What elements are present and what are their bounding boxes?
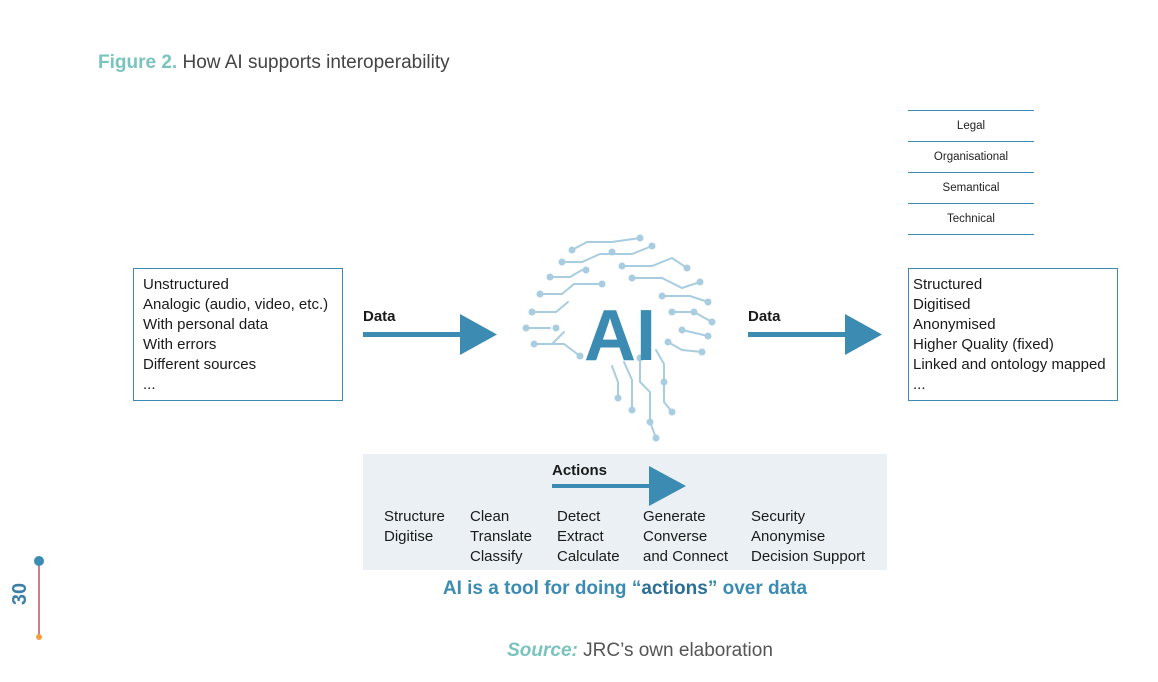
source-label: Source: bbox=[507, 640, 578, 661]
tagline-close-quote: ” bbox=[707, 578, 718, 599]
action-item: Structure bbox=[384, 508, 445, 525]
left-data-arrow bbox=[363, 314, 497, 355]
right-data-arrow bbox=[748, 314, 882, 355]
tagline: AI is a tool for doing “actions” over da… bbox=[363, 578, 887, 600]
actions-column-2: Clean Translate Classify bbox=[470, 507, 532, 567]
page-number: 30 bbox=[9, 582, 31, 606]
interoperability-layers: Legal Organisational Semantical Technica… bbox=[908, 110, 1034, 235]
output-data-box: Structured Digitised Anonymised Higher Q… bbox=[908, 268, 1118, 401]
action-item: Translate bbox=[470, 528, 532, 545]
right-data-label: Data bbox=[748, 308, 781, 325]
action-item: Detect bbox=[557, 508, 601, 525]
input-item: With errors bbox=[143, 336, 217, 353]
tagline-highlight: actions bbox=[641, 578, 708, 599]
output-item: Linked and ontology mapped bbox=[913, 356, 1106, 373]
figure-label: Figure 2. bbox=[98, 52, 178, 73]
action-item: Decision Support bbox=[751, 548, 866, 565]
left-data-label: Data bbox=[363, 308, 396, 325]
output-item: Higher Quality (fixed) bbox=[913, 336, 1054, 353]
action-item: Security bbox=[751, 508, 806, 525]
input-item: ... bbox=[143, 376, 156, 393]
output-item: Digitised bbox=[913, 296, 971, 313]
actions-label: Actions bbox=[552, 462, 608, 479]
action-item: Calculate bbox=[557, 548, 620, 565]
actions-column-4: Generate Converse and Connect bbox=[643, 507, 728, 567]
actions-arrow bbox=[552, 466, 686, 506]
input-data-box: Unstructured Analogic (audio, video, etc… bbox=[133, 268, 343, 401]
action-item: Anonymise bbox=[751, 528, 826, 545]
action-item: Clean bbox=[470, 508, 510, 525]
layer-organisational: Organisational bbox=[908, 141, 1034, 172]
actions-column-1: Structure Digitise bbox=[384, 507, 445, 547]
tagline-end: over data bbox=[717, 578, 808, 599]
output-item: Anonymised bbox=[913, 316, 996, 333]
layer-legal: Legal bbox=[908, 110, 1034, 141]
ai-text: AI bbox=[584, 296, 656, 376]
actions-panel: Actions Structure Digitise Clean Transla… bbox=[363, 454, 887, 570]
ai-brain-icon: AI bbox=[522, 234, 716, 442]
input-item: With personal data bbox=[143, 316, 269, 333]
input-item: Unstructured bbox=[143, 276, 229, 293]
action-item: Digitise bbox=[384, 528, 434, 545]
action-item: Classify bbox=[470, 548, 523, 565]
layer-technical: Technical bbox=[908, 203, 1034, 235]
action-item: and Connect bbox=[643, 548, 729, 565]
action-item: Generate bbox=[643, 508, 706, 525]
figure-title-text: How AI supports interoperability bbox=[182, 52, 450, 73]
tagline-start: AI is a tool for doing bbox=[442, 578, 632, 599]
action-item: Extract bbox=[557, 528, 604, 545]
source-text: JRC’s own elaboration bbox=[577, 640, 773, 661]
layer-semantical: Semantical bbox=[908, 172, 1034, 203]
actions-column-3: Detect Extract Calculate bbox=[557, 507, 620, 567]
source-note: Source: JRC’s own elaboration bbox=[440, 640, 840, 662]
page-marker-line bbox=[34, 556, 44, 640]
figure-title: Figure 2. How AI supports interoperabili… bbox=[98, 52, 450, 74]
output-item: Structured bbox=[913, 276, 983, 293]
input-item: Analogic (audio, video, etc.) bbox=[143, 296, 329, 313]
input-item: Different sources bbox=[143, 356, 257, 373]
actions-column-5: Security Anonymise Decision Support bbox=[751, 507, 865, 567]
output-item: ... bbox=[913, 376, 926, 393]
tagline-open-quote: “ bbox=[631, 578, 642, 599]
action-item: Converse bbox=[643, 528, 708, 545]
